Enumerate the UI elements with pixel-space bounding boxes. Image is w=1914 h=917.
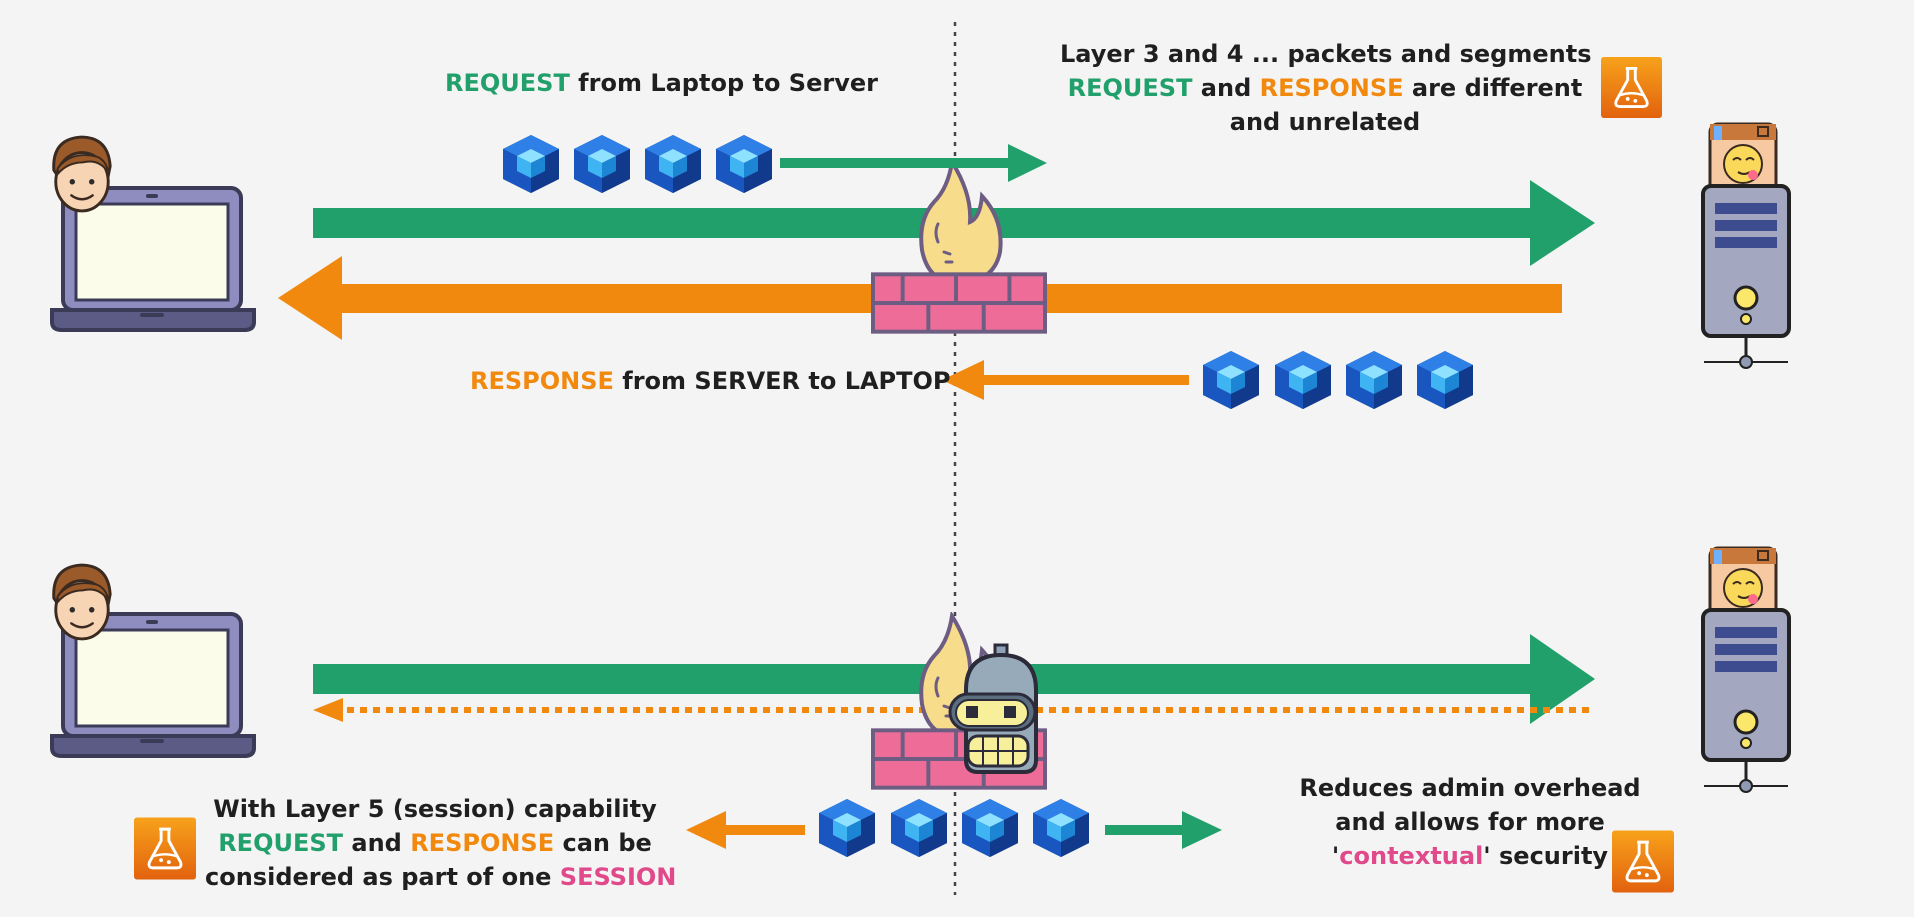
packet-cube-icon — [1346, 351, 1402, 409]
response-small-arrowhead — [942, 360, 984, 400]
session-note-line3: considered as part of one SESSION — [205, 863, 677, 891]
session-note: With Layer 5 (session) capability REQUES… — [205, 792, 677, 894]
packet-cube-icon — [891, 799, 947, 857]
request-arrowhead — [1530, 180, 1595, 266]
response-dotted-arrowhead — [313, 698, 343, 722]
flame-icon — [919, 160, 1003, 286]
packet-cube-icon — [645, 135, 701, 193]
benefit-note-line2: and allows for more — [1335, 808, 1605, 836]
packet-cube-icon — [1033, 799, 1089, 857]
layer-3-4-note: Layer 3 and 4 ... packets and segments R… — [1060, 37, 1592, 139]
packet-cube-icon — [503, 135, 559, 193]
response-small-arrowhead — [686, 811, 726, 849]
packet-cube-icon — [1275, 351, 1331, 409]
server-icon — [1701, 546, 1791, 794]
request-small-arrowhead — [1008, 144, 1047, 182]
response-caption: RESPONSE from SERVER to LAPTOP — [470, 364, 951, 398]
layer-3-4-note-line3: and unrelated — [1229, 108, 1421, 136]
request-keyword: REQUEST — [445, 69, 570, 97]
response-arrowhead — [278, 256, 342, 340]
firewall-icon — [871, 272, 1047, 334]
response-keyword: RESPONSE — [470, 367, 614, 395]
session-note-line1: With Layer 5 (session) capability — [213, 795, 657, 823]
benefit-note: Reduces admin overhead and allows for mo… — [1290, 771, 1650, 873]
flask-icon — [1601, 56, 1662, 119]
packet-cube-icon — [716, 135, 772, 193]
response-caption-rest: from SERVER to LAPTOP — [613, 367, 951, 395]
person-icon — [52, 563, 112, 641]
packet-cube-icon — [1203, 351, 1259, 409]
layer-3-4-note-line1: Layer 3 and 4 ... packets and segments — [1060, 40, 1592, 68]
flask-icon — [134, 817, 196, 880]
robot-face-icon — [948, 643, 1038, 774]
benefit-note-line3: 'contextual' security — [1331, 842, 1609, 870]
layer-3-4-note-line2: REQUEST and RESPONSE are different — [1067, 74, 1583, 102]
request-arrowhead — [1530, 634, 1595, 724]
request-small-arrowhead — [1182, 811, 1222, 849]
packet-cube-icon — [574, 135, 630, 193]
request-caption: REQUEST from Laptop to Server — [445, 66, 878, 100]
session-note-line2: REQUEST and RESPONSE can be — [218, 829, 652, 857]
packet-cube-icon — [962, 799, 1018, 857]
request-caption-rest: from Laptop to Server — [569, 69, 878, 97]
benefit-note-line1: Reduces admin overhead — [1299, 774, 1641, 802]
server-icon — [1701, 122, 1791, 370]
packet-cube-icon — [1417, 351, 1473, 409]
person-icon — [52, 135, 112, 213]
packet-cube-icon — [819, 799, 875, 857]
